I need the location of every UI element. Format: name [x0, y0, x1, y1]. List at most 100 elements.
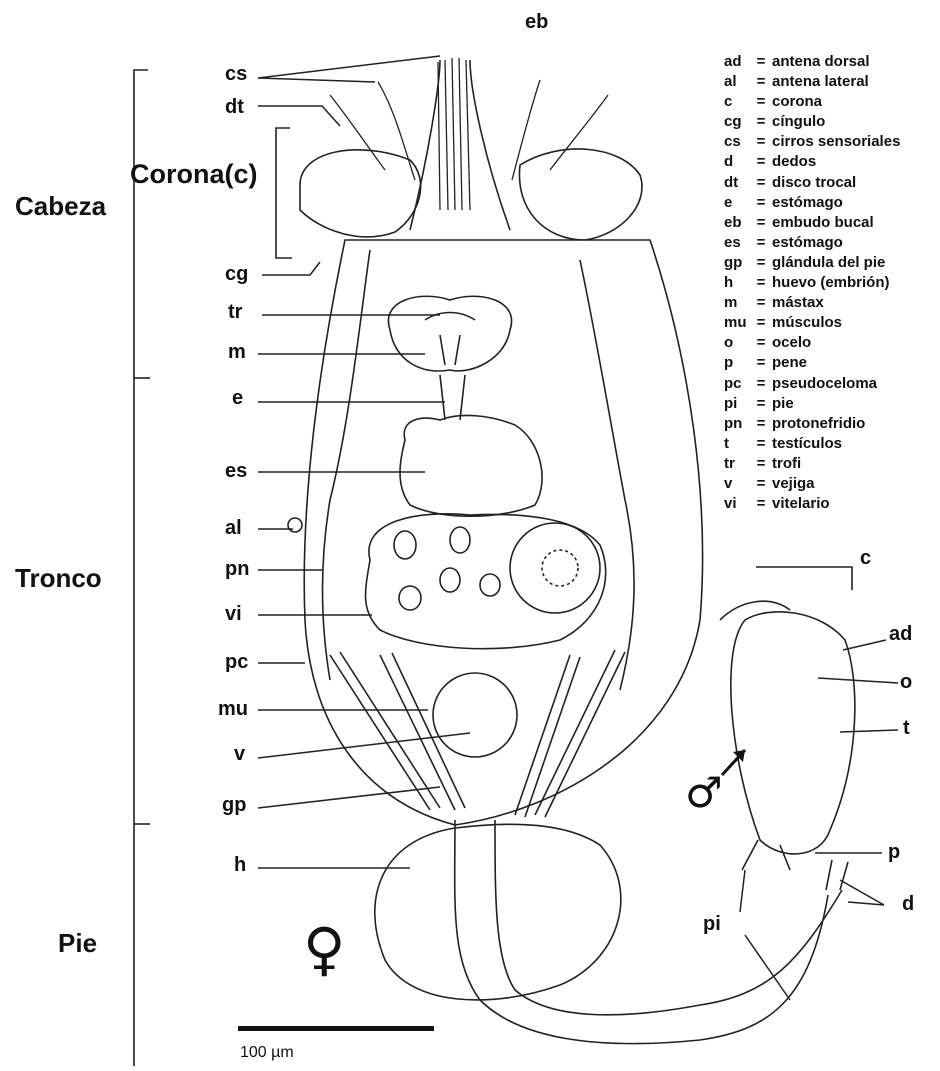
legend-abbr: ad [724, 52, 750, 72]
legend-abbr: mu [724, 313, 750, 333]
legend-abbr: eb [724, 213, 750, 233]
legend-row: eb=embudo bucal [724, 213, 900, 233]
label-cs: cs [225, 64, 247, 84]
legend-row: vi=vitelario [724, 494, 900, 514]
section-cabeza: Cabeza [15, 193, 106, 219]
legend-equals: = [750, 474, 772, 494]
legend-row: h=huevo (embrión) [724, 273, 900, 293]
legend-equals: = [750, 92, 772, 112]
legend-term: pie [772, 394, 794, 414]
legend-equals: = [750, 72, 772, 92]
label-gp: gp [222, 795, 246, 815]
legend-row: v=vejiga [724, 474, 900, 494]
legend-equals: = [750, 293, 772, 313]
legend-equals: = [750, 494, 772, 514]
label-ad: ad [889, 624, 912, 644]
legend-row: al=antena lateral [724, 72, 900, 92]
legend-abbr: o [724, 333, 750, 353]
legend-equals: = [750, 273, 772, 293]
label-pn: pn [225, 559, 249, 579]
legend-abbr: pc [724, 374, 750, 394]
legend-term: antena lateral [772, 72, 869, 92]
mastax [388, 296, 511, 371]
legend-term: huevo (embrión) [772, 273, 890, 293]
legend-abbr: al [724, 72, 750, 92]
legend-row: p=pene [724, 353, 900, 373]
legend-term: dedos [772, 152, 816, 172]
label-h: h [234, 855, 246, 875]
legend-term: vitelario [772, 494, 830, 514]
label-m: m [228, 342, 246, 362]
scale-label: 100 µm [240, 1044, 294, 1062]
legend-term: ocelo [772, 333, 811, 353]
legend-row: d=dedos [724, 152, 900, 172]
label-al: al [225, 518, 242, 538]
legend-term: vejiga [772, 474, 815, 494]
label-dt: dt [225, 97, 244, 117]
legend-equals: = [750, 374, 772, 394]
legend-row: cs=cirros sensoriales [724, 132, 900, 152]
bladder [433, 673, 517, 757]
legend-row: o=ocelo [724, 333, 900, 353]
corona-left-lobe [300, 150, 421, 237]
legend-row: dt=disco trocal [724, 173, 900, 193]
female-symbol: ♀ [303, 915, 345, 983]
label-cg: cg [225, 264, 248, 284]
label-es: es [225, 461, 247, 481]
legend-term: estómago [772, 233, 843, 253]
legend-term: estómago [772, 193, 843, 213]
legend-abbr: vi [724, 494, 750, 514]
legend-abbr: pi [724, 394, 750, 414]
legend-row: pi=pie [724, 394, 900, 414]
egg [375, 824, 621, 1000]
label-v: v [234, 744, 245, 764]
legend-term: corona [772, 92, 822, 112]
legend-term: testículos [772, 434, 842, 454]
legend-row: pc=pseudoceloma [724, 374, 900, 394]
legend-term: cíngulo [772, 112, 825, 132]
corona-right-lobe [519, 149, 641, 240]
legend-term: pseudoceloma [772, 374, 877, 394]
label-tr: tr [228, 302, 242, 322]
legend-row: es=estómago [724, 233, 900, 253]
legend-row: e=estómago [724, 193, 900, 213]
legend-row: cg=cíngulo [724, 112, 900, 132]
legend-term: disco trocal [772, 173, 856, 193]
legend-abbr: c [724, 92, 750, 112]
legend-equals: = [750, 414, 772, 434]
legend-term: protonefridio [772, 414, 865, 434]
legend-term: músculos [772, 313, 842, 333]
vitellarium [366, 514, 606, 649]
label-p: p [888, 842, 900, 862]
legend-equals: = [750, 132, 772, 152]
legend-equals: = [750, 394, 772, 414]
female-body-outline [304, 240, 702, 825]
section-brackets [134, 70, 292, 1066]
male-symbol: ♂ [685, 768, 723, 817]
legend-term: embudo bucal [772, 213, 874, 233]
legend-equals: = [750, 454, 772, 474]
section-tronco: Tronco [15, 565, 102, 591]
legend-abbr: t [724, 434, 750, 454]
legend-equals: = [750, 253, 772, 273]
label-c: c [860, 548, 871, 568]
legend-row: m=mástax [724, 293, 900, 313]
legend: ad=antena dorsalal=antena lateralc=coron… [724, 52, 900, 514]
label-corona: Corona(c) [130, 161, 258, 188]
label-pc: pc [225, 652, 248, 672]
legend-abbr: m [724, 293, 750, 313]
legend-abbr: cg [724, 112, 750, 132]
cirri-lines [330, 58, 608, 210]
scale-bar [238, 1026, 434, 1031]
legend-abbr: pn [724, 414, 750, 434]
legend-abbr: p [724, 353, 750, 373]
section-pie: Pie [58, 930, 97, 956]
male-body-outline [731, 612, 855, 854]
legend-row: c=corona [724, 92, 900, 112]
legend-equals: = [750, 353, 772, 373]
legend-row: ad=antena dorsal [724, 52, 900, 72]
label-mu: mu [218, 699, 248, 719]
legend-term: trofi [772, 454, 801, 474]
legend-equals: = [750, 52, 772, 72]
